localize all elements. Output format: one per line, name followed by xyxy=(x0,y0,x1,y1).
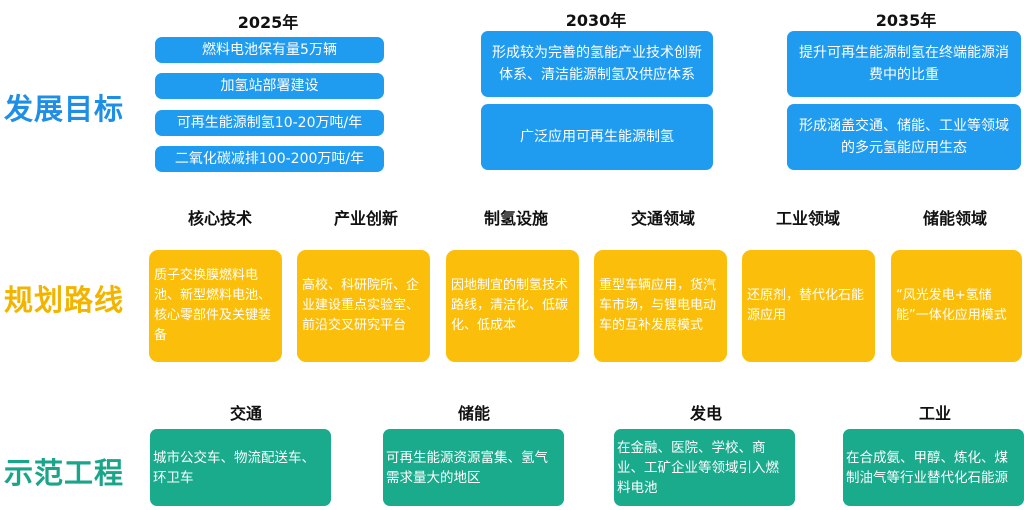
roadmap-header-industry-innovation: 产业创新 xyxy=(333,209,398,228)
goal-2025-renewable-hydrogen: 可再生能源制氢10-20万吨/年 xyxy=(155,110,384,136)
goal-2025-co2-reduction: 二氧化碳减排100-200万吨/年 xyxy=(155,146,384,172)
demo-header-transport: 交通 xyxy=(229,404,262,423)
goal-2030-innovation-system: 形成较为完善的氢能产业技术创新体系、清洁能源制氢及供应体系 xyxy=(481,31,713,97)
roadmap-box-storage: “风光发电+氢储能”一体化应用模式 xyxy=(891,250,1022,362)
roadmap-box-core-tech: 质子交换膜燃料电池、新型燃料电池、核心零部件及关键装备 xyxy=(149,250,282,362)
roadmap-header-storage: 储能领域 xyxy=(922,209,987,228)
demo-box-power: 在金融、医院、学校、商业、工矿企业等领域引入燃料电池 xyxy=(614,429,795,506)
roadmap-header-industry: 工业领域 xyxy=(775,209,840,228)
goal-2030-renewable-hydrogen: 广泛应用可再生能源制氢 xyxy=(481,104,713,170)
demo-header-power: 发电 xyxy=(689,404,722,423)
roadmap-header-hydrogen-facilities: 制氢设施 xyxy=(483,209,548,228)
year-2030-header: 2030年 xyxy=(565,11,627,30)
goal-2025-fuel-cell-vehicles: 燃料电池保有量5万辆 xyxy=(155,37,384,63)
roadmap-box-industry-innovation: 高校、科研院所、企业建设重点实验室、前沿交叉研究平台 xyxy=(297,250,430,362)
roadmap-box-transport: 重型车辆应用，货汽车市场，与锂电电动车的互补发展模式 xyxy=(594,250,727,362)
year-2025-header: 2025年 xyxy=(237,13,299,32)
roadmap-box-industry: 还原剂，替代化石能源应用 xyxy=(742,250,875,362)
roadmap-header-core-tech: 核心技术 xyxy=(187,209,252,228)
goal-2035-terminal-energy: 提升可再生能源制氢在终端能源消费中的比重 xyxy=(787,31,1021,97)
demo-header-storage: 储能 xyxy=(457,404,490,423)
demo-box-storage: 可再生能源资源富集、氢气需求量大的地区 xyxy=(383,429,564,506)
demo-box-transport: 城市公交车、物流配送车、环卫车 xyxy=(150,429,331,506)
goal-2035-application-ecosystem: 形成涵盖交通、储能、工业等领域的多元氢能应用生态 xyxy=(787,104,1021,170)
demo-header-industry: 工业 xyxy=(918,404,951,423)
year-2035-header: 2035年 xyxy=(875,11,937,30)
section-title-goals: 发展目标 xyxy=(4,92,125,126)
roadmap-header-transport: 交通领域 xyxy=(630,209,695,228)
goal-2025-hydrogen-stations: 加氢站部署建设 xyxy=(155,73,384,99)
demo-box-industry: 在合成氨、甲醇、炼化、煤制油气等行业替代化石能源 xyxy=(843,429,1024,506)
section-title-demo: 示范工程 xyxy=(4,456,125,490)
roadmap-box-hydrogen-facilities: 因地制宜的制氢技术路线，清洁化、低碳化、低成本 xyxy=(446,250,579,362)
section-title-roadmap: 规划路线 xyxy=(4,283,125,317)
